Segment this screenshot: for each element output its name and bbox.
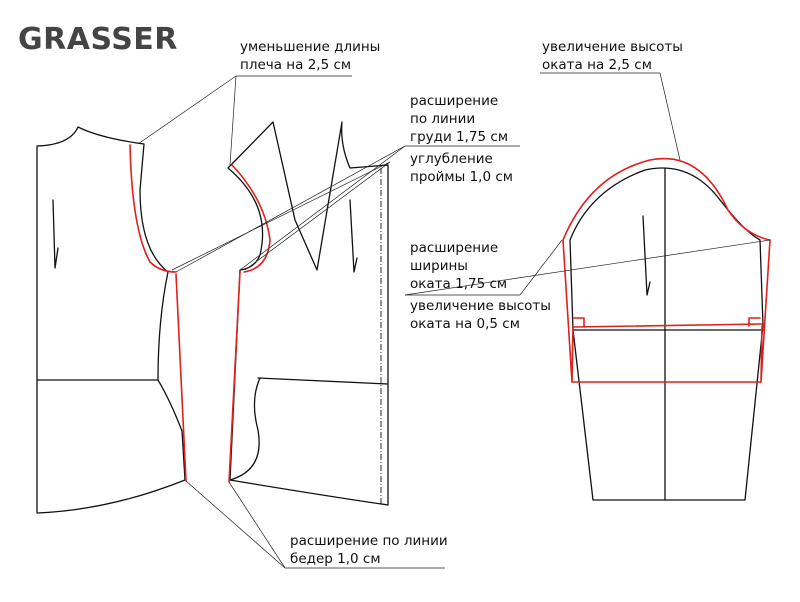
note-chest-line2: по линии: [410, 111, 476, 127]
note-shoulder-line2: плеча на 2,5 см: [240, 57, 352, 73]
note-cap-width: расширение ширины оката 1,75 см: [410, 239, 507, 293]
leader-chest-2: [239, 145, 406, 271]
note-cap-height-top: увеличение высоты оката на 2,5 см: [542, 38, 683, 74]
sleeve-right-marker: [748, 317, 761, 327]
note-chest-line1: расширение: [410, 93, 499, 109]
front-hip-curve: [229, 377, 261, 481]
back-waist-dart: [52, 199, 59, 269]
leader-cap-top: [659, 72, 681, 161]
sleeve-left-marker: [573, 317, 585, 328]
leader-hips-back: [185, 480, 286, 569]
note-armhole-line1: углубление: [410, 151, 493, 167]
leader-chest-1: [175, 145, 406, 273]
sleeve-side-left-new: [562, 239, 574, 383]
note-shoulder-line1: уменьшение длины: [240, 39, 381, 55]
note-cap-width-line2: ширины: [410, 258, 468, 274]
note-cap-height-top-line2: оката на 2,5 см: [542, 57, 652, 73]
front-side-new: [228, 271, 241, 483]
note-hips-line1: расширение по линии: [290, 533, 448, 549]
leader-shoulder-front: [229, 75, 237, 166]
note-cap-height-top-line1: увеличение высоты: [542, 39, 683, 55]
note-chest: расширение по линии груди 1,75 см: [410, 92, 508, 146]
note-cap-width-line3: оката 1,75 см: [410, 276, 508, 292]
front-outline: [227, 121, 389, 506]
sleeve-piece: [562, 157, 771, 501]
leader-armhole-2: [244, 161, 391, 271]
sleeve-dart: [642, 215, 651, 296]
front-waist-line: [257, 377, 389, 385]
back-piece: [36, 126, 187, 514]
leader-cap-width: [404, 239, 771, 296]
sleeve-outline: [569, 167, 764, 501]
note-hips-line2: бедер 1,0 см: [290, 551, 381, 567]
leader-cap-height-small: [519, 239, 563, 296]
note-cap-height-small: увеличение высоты оката на 0,5 см: [410, 297, 551, 333]
leader-hips-front: [228, 481, 286, 569]
note-hips: расширение по линии бедер 1,0 см: [290, 532, 448, 568]
note-cap-height-small-line1: увеличение высоты: [410, 298, 551, 314]
front-waist-dart: [349, 199, 358, 273]
leader-shoulder-back: [137, 75, 237, 145]
leader-armhole-1: [171, 161, 391, 271]
note-chest-line3: груди 1,75 см: [410, 129, 509, 145]
brand-logo: GRASSER: [18, 22, 178, 57]
note-cap-height-small-line2: оката на 0,5 см: [410, 316, 520, 332]
front-shoulder-armhole-new: [231, 164, 271, 273]
back-armhole-new: [129, 144, 177, 273]
note-cap-width-line1: расширение: [410, 240, 499, 256]
sleeve-new-top-line: [572, 323, 763, 328]
back-side-new: [175, 273, 187, 482]
note-shoulder: уменьшение длины плеча на 2,5 см: [240, 38, 380, 74]
leader-lines: [137, 72, 771, 569]
sleeve-cap-new: [562, 157, 771, 241]
note-armhole: углубление проймы 1,0 см: [410, 150, 513, 186]
back-outline: [36, 126, 186, 514]
note-armhole-line2: проймы 1,0 см: [410, 169, 513, 185]
front-piece: [227, 121, 389, 506]
